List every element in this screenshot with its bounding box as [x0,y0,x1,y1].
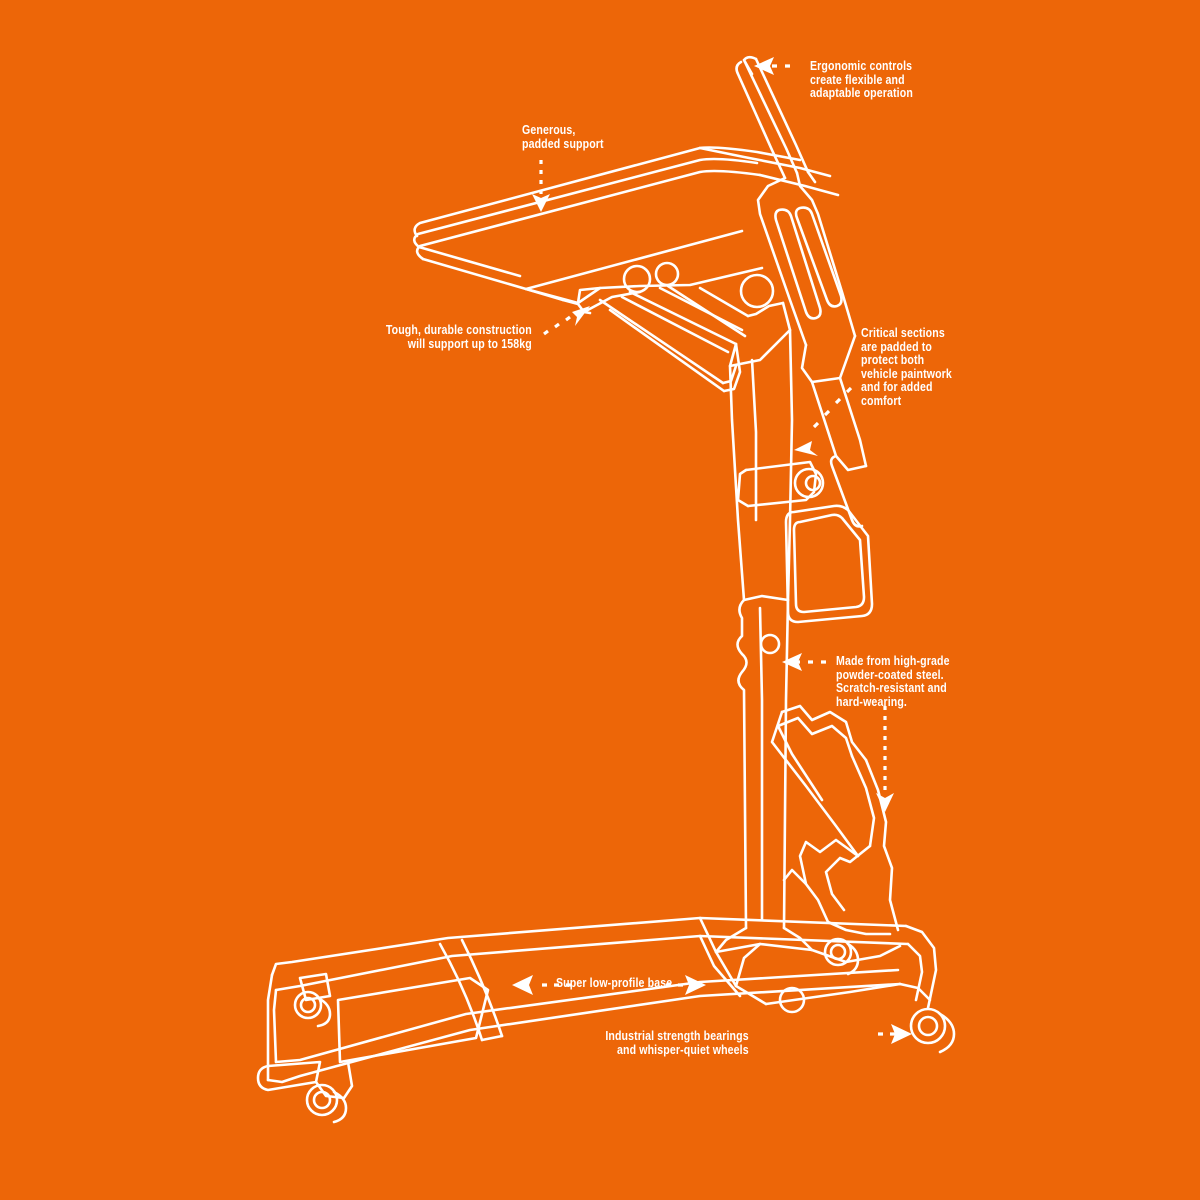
arrow-base-right [666,975,706,995]
mast-column [714,273,825,954]
callout-powder-coated-steel: Made from high-grade powder-coated steel… [836,654,950,709]
boom-joint-bracing [561,261,785,393]
callout-ergonomic-controls: Ergonomic controls create flexible and a… [810,59,913,101]
arrow-ergonomic [754,57,790,75]
handle-control-lever [735,55,868,528]
padded-loop-frame [784,504,874,624]
arrow-steel-down [876,706,894,812]
arrow-tough [543,306,590,336]
callout-low-profile-base: Super low-profile base [556,976,673,990]
callout-critical-sections-padded: Critical sections are padded to protect … [861,326,952,408]
arrow-critical [794,386,853,456]
base-frame [256,916,956,1124]
callout-arrows [512,57,912,1044]
scissor-linkage [770,704,900,936]
callout-tough-construction: Tough, durable construction will support… [385,323,532,351]
callout-bearings-wheels: Industrial strength bearings and whisper… [605,1029,749,1057]
arrow-base-left [512,975,571,995]
arrow-padded [532,160,550,212]
arrow-steel [782,653,826,671]
arrow-bearings [878,1024,912,1044]
padded-boom-arm [412,146,840,305]
callout-padded-support: Generous, padded support [522,123,604,151]
